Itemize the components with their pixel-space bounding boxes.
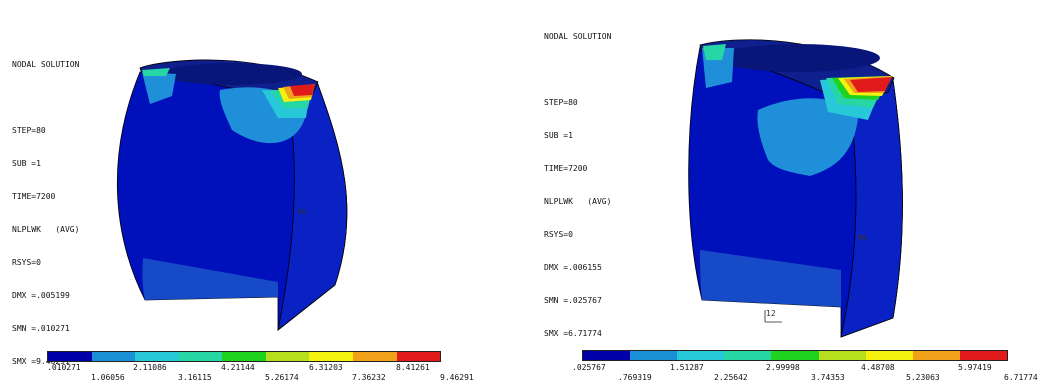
left-tick-4: 4.21144 (221, 363, 255, 372)
right-contour-red (850, 77, 892, 92)
left-top-inner (162, 63, 302, 85)
left-legend-seg-2 (91, 352, 136, 361)
left-info-smn: SMN =.010271 (12, 324, 70, 333)
right-fe-model: MN (688, 39, 903, 338)
left-tick-7: 7.36232 (352, 373, 386, 382)
right-info-title: NODAL SOLUTION (544, 32, 612, 41)
right-tick-1: .769319 (618, 373, 652, 382)
left-info-title: NODAL SOLUTION (12, 60, 80, 69)
right-legend-seg-4 (724, 351, 772, 360)
left-legend-seg-3 (135, 352, 179, 361)
left-legend-seg-7 (309, 352, 353, 361)
right-tick-2: 1.51287 (670, 363, 704, 372)
right-info-dmx: DMX =.006155 (544, 263, 602, 272)
right-side-mark: MN (858, 234, 866, 242)
left-info-step: STEP=80 (12, 126, 46, 135)
right-info-sub: SUB =1 (544, 131, 573, 140)
right-tick-6: 4.48708 (861, 363, 895, 372)
right-contour-light (757, 98, 858, 176)
right-tick-9: 6.71774 (1004, 373, 1038, 382)
left-info-rsys: RSYS=0 (12, 258, 41, 267)
left-legend-seg-8 (352, 352, 397, 361)
left-legend-bar (47, 351, 441, 362)
left-solution-info: NODAL SOLUTION STEP=80 SUB =1 TIME=7200 … (12, 37, 79, 389)
left-tick-0: .010271 (47, 363, 81, 372)
right-axis-label: 12 (766, 309, 776, 318)
right-legend-seg-2 (630, 351, 678, 360)
right-lower-band (700, 250, 841, 307)
right-info-time: TIME=7200 (544, 164, 588, 173)
left-tick-2: 2.11086 (133, 363, 167, 372)
right-side-face (840, 79, 903, 338)
right-tick-0: .025767 (572, 363, 606, 372)
right-tick-3: 2.25642 (714, 373, 748, 382)
right-info-step: STEP=80 (544, 98, 578, 107)
right-solution-info: NODAL SOLUTION STEP=80 SUB =1 TIME=7200 … (544, 9, 611, 361)
left-tick-9: 9.46291 (440, 373, 474, 382)
left-tick-5: 5.26174 (265, 373, 299, 382)
right-info-smx: SMX =6.71774 (544, 329, 602, 338)
left-legend-seg-5 (222, 352, 266, 361)
right-legend-seg-6 (818, 351, 866, 360)
left-result-panel: NODAL SOLUTION STEP=80 SUB =1 TIME=7200 … (0, 0, 520, 385)
left-tick-3: 3.16115 (178, 373, 212, 382)
left-fe-model: MX (116, 59, 348, 331)
right-legend-seg-9 (959, 351, 1007, 360)
right-info-rsys: RSYS=0 (544, 230, 573, 239)
left-legend-seg-6 (265, 352, 310, 361)
left-top-rim-cyan (142, 68, 170, 76)
right-info-quantity: NLPLWK (AVG) (544, 197, 612, 206)
left-info-time: TIME=7200 (12, 192, 56, 201)
right-tick-5: 3.74353 (811, 373, 845, 382)
right-tick-7: 5.23063 (906, 373, 940, 382)
left-contour-red (290, 84, 315, 96)
right-legend-seg-5 (771, 351, 819, 360)
left-info-dmx: DMX =.005199 (12, 291, 70, 300)
left-tick-8: 8.41261 (396, 363, 430, 372)
left-legend-seg-9 (396, 352, 441, 361)
left-contour-upper-left (142, 72, 176, 104)
left-side-face (277, 81, 348, 331)
right-legend-seg-7 (865, 351, 913, 360)
right-legend-seg-1 (583, 351, 631, 360)
right-result-panel: NODAL SOLUTION STEP=80 SUB =1 TIME=7200 … (528, 0, 1049, 385)
right-legend-bar (582, 350, 1008, 361)
right-top-rim-cyan (703, 44, 726, 60)
right-tick-4: 2.99998 (766, 363, 800, 372)
right-legend-seg-3 (677, 351, 725, 360)
left-side-mark: MX (298, 208, 307, 216)
left-legend-seg-4 (178, 352, 223, 361)
left-lower-band (142, 258, 278, 300)
right-top-inner (716, 44, 880, 72)
right-info-smn: SMN =.025767 (544, 296, 602, 305)
left-legend-seg-1 (48, 352, 92, 361)
left-info-sub: SUB =1 (12, 159, 41, 168)
left-tick-6: 6.31203 (309, 363, 343, 372)
left-tick-1: 1.06056 (91, 373, 125, 382)
left-info-quantity: NLPLWK (AVG) (12, 225, 80, 234)
right-legend-seg-8 (912, 351, 960, 360)
right-tick-8: 5.97419 (958, 363, 992, 372)
